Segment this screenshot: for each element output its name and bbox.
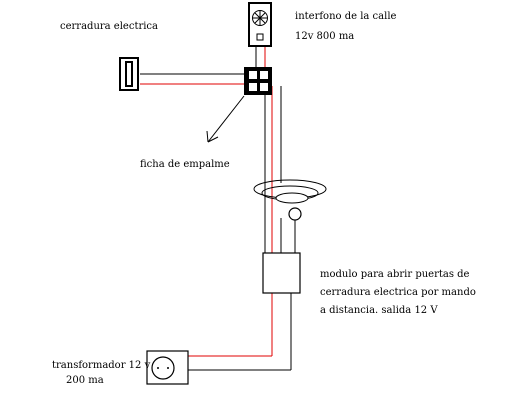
module-label-line2: cerradura electrica por mando xyxy=(320,287,476,298)
intercom-spec-label: 12v 800 ma xyxy=(295,31,354,42)
module-label-line3: a distancia. salida 12 V xyxy=(320,305,438,316)
module-label-line1: modulo para abrir puertas de xyxy=(320,269,470,280)
intercom-label: interfono de la calle xyxy=(295,11,397,22)
wire-module-transformer xyxy=(188,293,292,371)
speaker-icon xyxy=(252,10,268,26)
transformer-spec-label: 200 ma xyxy=(66,375,104,386)
wire-junction-module xyxy=(264,86,282,253)
intercom xyxy=(248,2,272,47)
wire-lock-junction xyxy=(140,73,244,85)
remote-module xyxy=(262,252,301,294)
transformer xyxy=(146,350,189,385)
junction-box xyxy=(244,67,272,95)
lock-label: cerradura electrica xyxy=(60,21,158,32)
transformer-label: transformador 12 v xyxy=(52,360,151,371)
junction-label: ficha de empalme xyxy=(140,159,230,170)
pointer-arrow-icon xyxy=(206,95,245,143)
electric-lock xyxy=(119,57,139,91)
wire-intercom-junction xyxy=(255,46,266,67)
call-button-icon xyxy=(256,33,264,41)
antenna-signal-icon xyxy=(253,179,327,253)
